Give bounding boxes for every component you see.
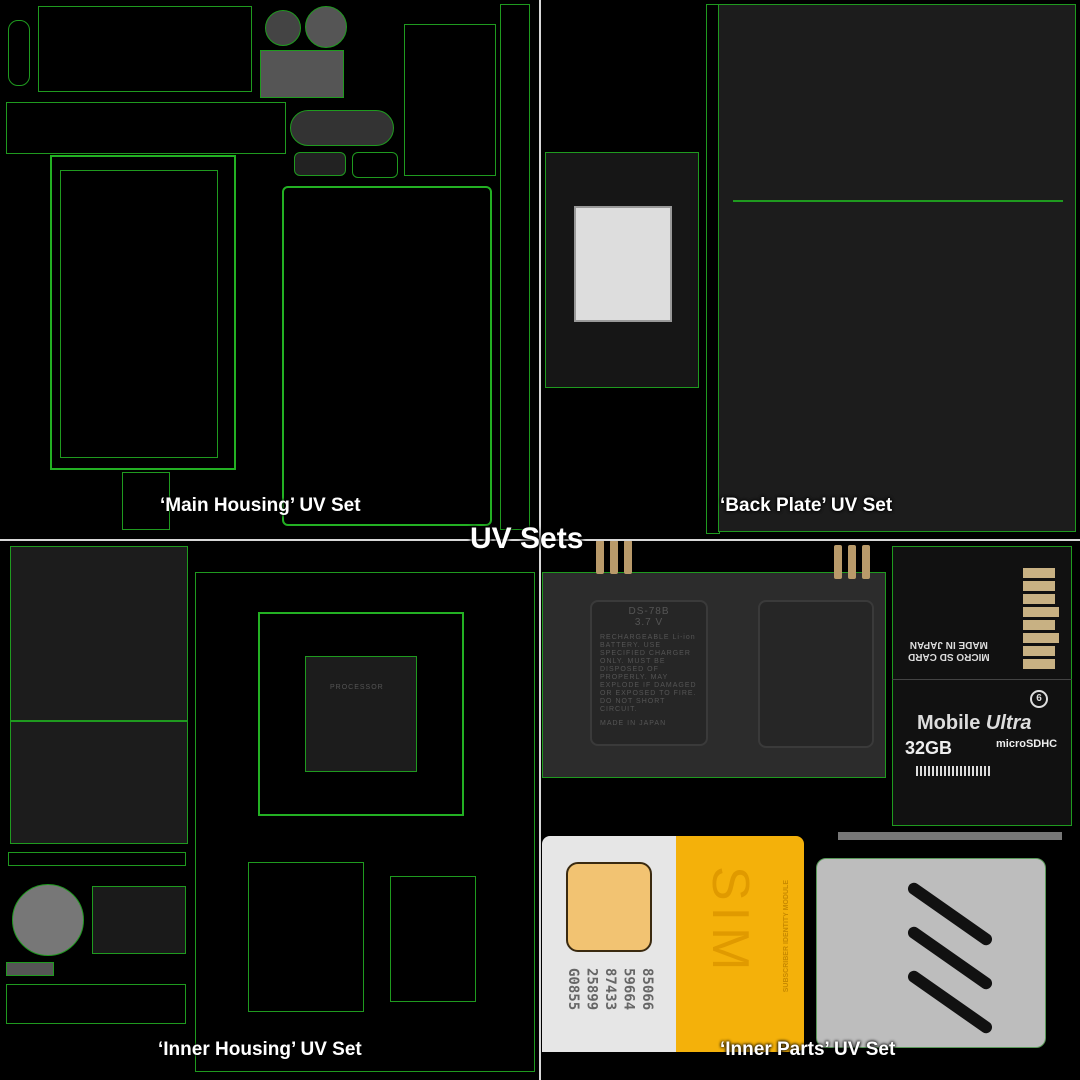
back-plate-label: ‘Back Plate’ UV Set [720,495,893,516]
sd-contact [1023,633,1059,643]
uv-island [500,4,530,530]
battery-model: DS-78B [628,606,670,617]
uv-island [92,886,186,954]
sd-contact [1023,581,1055,591]
sim-number: 59664 [620,968,637,1011]
sd-back-text-line: MADE IN JAPAN [909,639,988,650]
sim-number: G0855 [565,968,581,1011]
horizontal-divider [0,539,1080,541]
sim-number: 25899 [583,968,600,1011]
uv-island [265,10,301,46]
uv-seam [733,200,1063,202]
sim-number-columns: 85066 59664 87433 25899 G0855 [565,968,655,1044]
sim-number: 85066 [639,968,655,1011]
uv-island [260,50,344,98]
uv-island [290,110,394,146]
sim-tray-uv [816,858,1046,1048]
uv-island [248,862,364,1012]
uv-island [10,546,188,844]
sd-seam [892,679,1072,680]
battery-panel [758,600,874,748]
battery-label: DS-78B 3.7 V RECHARGEABLE Li-ion BATTERY… [590,600,708,746]
uv-island [60,170,218,458]
sd-contact [1023,659,1055,669]
sim-chip [566,862,652,952]
sd-contact [1023,594,1055,604]
battery-contact [596,540,604,574]
sim-card-yellow [676,836,804,1052]
inner-housing-label: ‘Inner Housing’ UV Set [158,1039,362,1060]
uv-island [352,152,398,178]
uv-seam [10,720,188,722]
battery-voltage: 3.7 V [634,617,664,628]
uv-island [8,852,186,866]
inner-parts-label: ‘Inner Parts’ UV Set [720,1039,896,1060]
sim-logo: SIM [701,866,759,977]
processor-socket-uv [258,612,464,816]
uv-island [6,102,286,154]
sd-card-uv [892,546,1072,826]
sd-contact [1023,620,1055,630]
uv-island [38,6,252,92]
battery-contact [610,540,618,574]
uv-island [195,572,535,1072]
processor-label: PROCESSOR [330,684,384,691]
uv-island [282,186,492,526]
sim-subtitle: SUBSCRIBER IDENTITY MODULE [783,880,790,993]
battery-contact [848,545,856,579]
sd-barcode [916,766,992,776]
sd-contact [1023,646,1055,656]
sd-back-text: MICRO SD CARD MADE IN JAPAN [908,638,990,662]
uv-island [305,656,417,772]
uv-island [404,24,496,176]
battery-contact [834,545,842,579]
sd-brand: Mobile Ultra [917,712,1032,734]
sd-back-text-line: MICRO SD CARD [908,651,990,662]
main-housing-label: ‘Main Housing’ UV Set [160,495,361,516]
sim-number: 87433 [602,968,618,1011]
battery-contact [862,545,870,579]
sd-contact [1023,607,1059,617]
uv-island [6,962,54,976]
usb-port-uv [294,152,346,176]
battery-warning: RECHARGEABLE Li-ion BATTERY. USE SPECIFI… [600,634,697,713]
sd-contact [1023,568,1055,578]
uv-island [8,20,30,86]
speed-class-badge: 6 [1030,690,1048,708]
uv-island [718,4,1076,532]
uv-island [838,832,1062,840]
uv-island [390,876,476,1002]
gear-part-uv [12,884,84,956]
uv-island [6,984,186,1024]
regulatory-sticker [574,206,672,322]
uv-island [122,472,170,530]
sd-capacity: 32GB [905,738,953,758]
uv-island [50,155,236,470]
battery-contact [624,540,632,574]
uv-island [305,6,347,48]
page-title: UV Sets [470,522,584,555]
battery-origin: MADE IN JAPAN [600,720,667,727]
microsdhc-logo: microSDHC [996,738,1058,750]
